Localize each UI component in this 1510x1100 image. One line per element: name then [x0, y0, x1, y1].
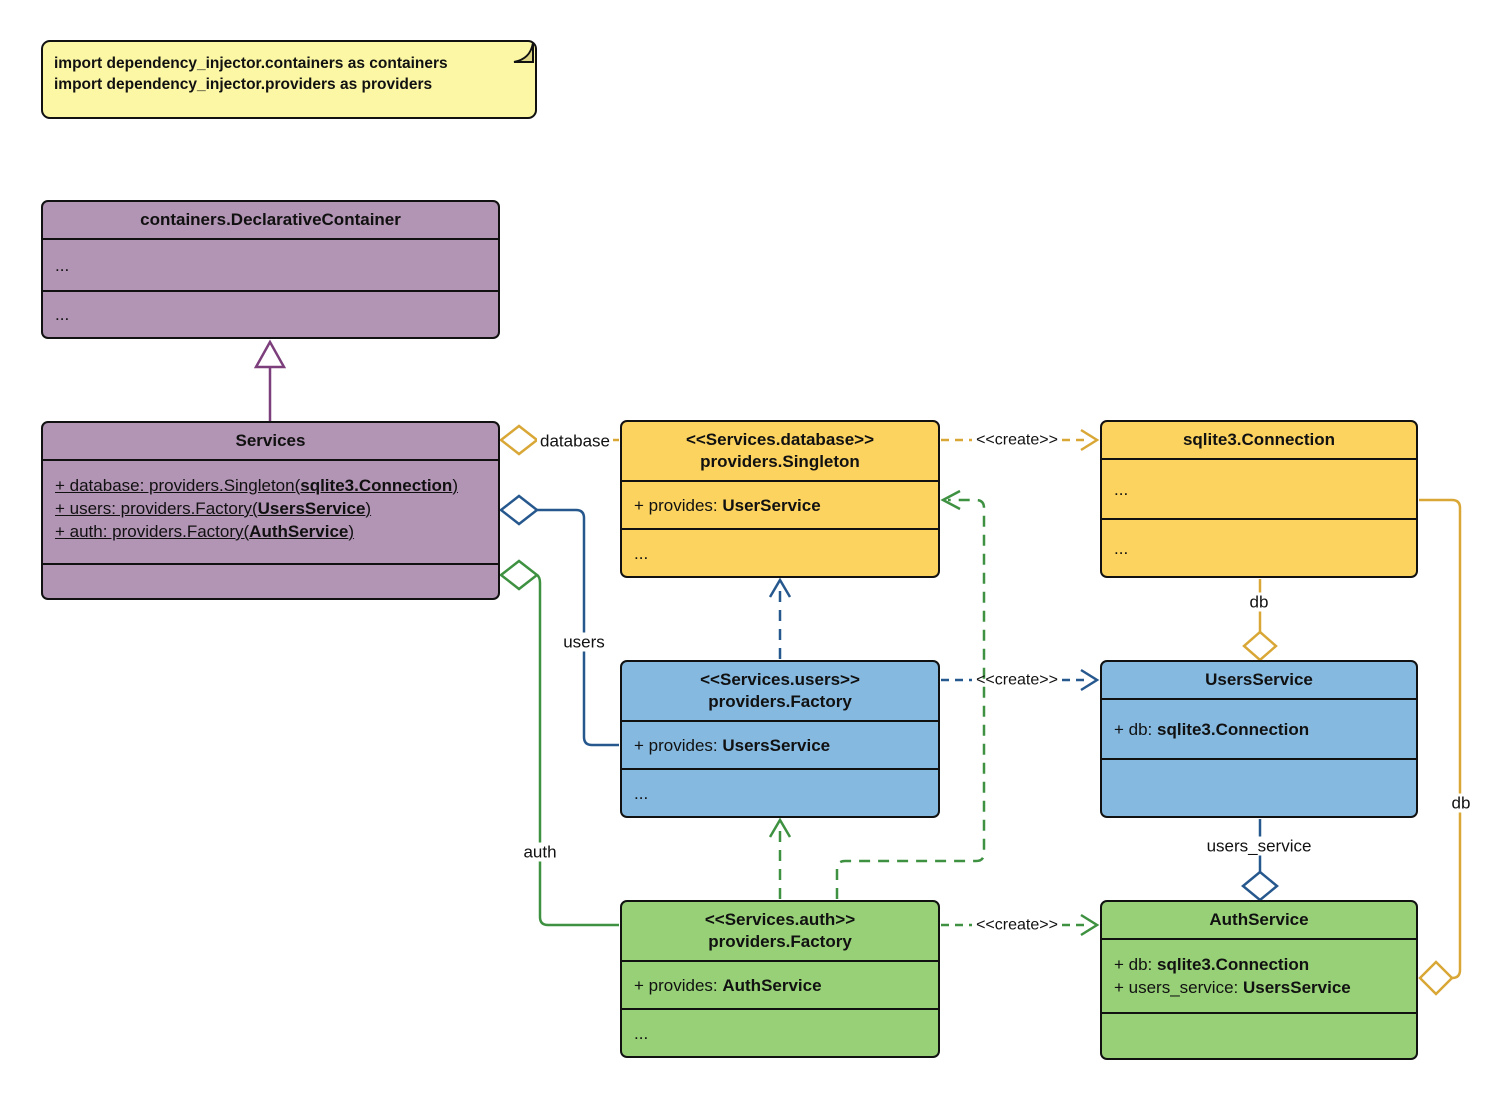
aggregation-connector-services-users	[498, 494, 619, 747]
services-attribute-auth: + auth: providers.Factory(AuthService)	[55, 522, 355, 541]
edge-label-users: users	[560, 632, 608, 652]
create-connector-factoryusers-usersservice	[941, 668, 1100, 692]
class-title: containers.DeclarativeContainer	[140, 210, 401, 229]
class-title: providers.Factory	[708, 692, 852, 711]
class-factory-users: <<Services.users>> providers.Factory + p…	[620, 660, 940, 818]
methods-ellipsis: ...	[55, 305, 70, 324]
singleton-attribute-provides: + provides: UserService	[634, 495, 821, 515]
class-stereotype: <<Services.database>>	[685, 430, 875, 449]
class-title: sqlite3.Connection	[1182, 430, 1336, 449]
edge-label-db-authservice: db	[1448, 793, 1474, 813]
edge-label-db-usersservice: db	[1246, 592, 1272, 612]
class-auth-service: AuthService + db: sqlite3.Connection + u…	[1100, 900, 1418, 1060]
usersservice-attribute-db: + db: sqlite3.Connection	[1114, 719, 1310, 739]
class-stereotype: <<Services.users>>	[700, 670, 860, 689]
note-fold-icon	[513, 42, 534, 63]
note-line-2: import dependency_injector.providers as …	[54, 76, 433, 93]
class-title: UsersService	[1205, 670, 1313, 689]
class-title: AuthService	[1209, 910, 1309, 929]
edge-label-database: database	[537, 431, 613, 451]
edge-label-users-service: users_service	[1203, 836, 1315, 856]
create-connector-factoryauth-authservice	[941, 913, 1100, 937]
inheritance-connector-services-declarativecontainer	[253, 339, 287, 421]
class-title: Services	[235, 431, 306, 450]
services-attribute-database: + database: providers.Singleton(sqlite3.…	[55, 476, 458, 495]
dependency-connector-factoryauth-singleton	[835, 489, 986, 899]
dependency-connector-factoryusers-singleton	[768, 577, 792, 659]
class-title: providers.Factory	[708, 932, 852, 951]
methods-ellipsis: ...	[634, 1023, 649, 1043]
edge-label-auth: auth	[520, 842, 560, 862]
services-attribute-users: + users: providers.Factory(UsersService)	[55, 499, 372, 518]
import-note: import dependency_injector.containers as…	[41, 40, 537, 119]
class-declarative-container: containers.DeclarativeContainer ... ...	[41, 200, 500, 339]
note-line-1: import dependency_injector.containers as…	[54, 55, 448, 72]
aggregation-connector-usersservice-authservice	[1241, 819, 1279, 902]
authservice-attribute-users-service: + users_service: UsersService	[1114, 978, 1351, 997]
class-services: Services + database: providers.Singleton…	[41, 421, 500, 600]
edge-label-create-auth: <<create>>	[976, 916, 1058, 934]
usersservice-methods-empty	[1102, 758, 1416, 816]
class-stereotype: <<Services.auth>>	[704, 910, 856, 929]
class-users-service: UsersService + db: sqlite3.Connection	[1100, 660, 1418, 818]
factoryusers-attribute-provides: + provides: UsersService	[634, 735, 831, 755]
methods-ellipsis: ...	[1114, 538, 1129, 558]
class-factory-auth: <<Services.auth>> providers.Factory + pr…	[620, 900, 940, 1058]
aggregation-connector-connection-db-usersservice	[1242, 579, 1278, 662]
dependency-connector-factoryauth-factoryusers	[768, 817, 792, 899]
methods-ellipsis: ...	[634, 543, 649, 563]
methods-ellipsis: ...	[634, 783, 649, 803]
edge-label-create-database: <<create>>	[976, 431, 1058, 449]
aggregation-connector-connection-db-authservice	[1418, 498, 1462, 996]
factoryauth-attribute-provides: + provides: AuthService	[634, 975, 822, 995]
class-singleton-database: <<Services.database>> providers.Singleto…	[620, 420, 940, 578]
attributes-ellipsis: ...	[55, 255, 70, 275]
create-connector-singleton-connection	[941, 428, 1100, 452]
class-title: providers.Singleton	[700, 452, 860, 471]
class-sqlite3-connection: sqlite3.Connection ... ...	[1100, 420, 1418, 578]
authservice-methods-empty	[1102, 1012, 1416, 1058]
aggregation-connector-services-auth	[498, 559, 619, 927]
attributes-ellipsis: ...	[1114, 479, 1129, 499]
authservice-attribute-db: + db: sqlite3.Connection	[1114, 955, 1310, 974]
edge-label-create-users: <<create>>	[976, 671, 1058, 689]
services-methods-empty	[43, 563, 498, 598]
